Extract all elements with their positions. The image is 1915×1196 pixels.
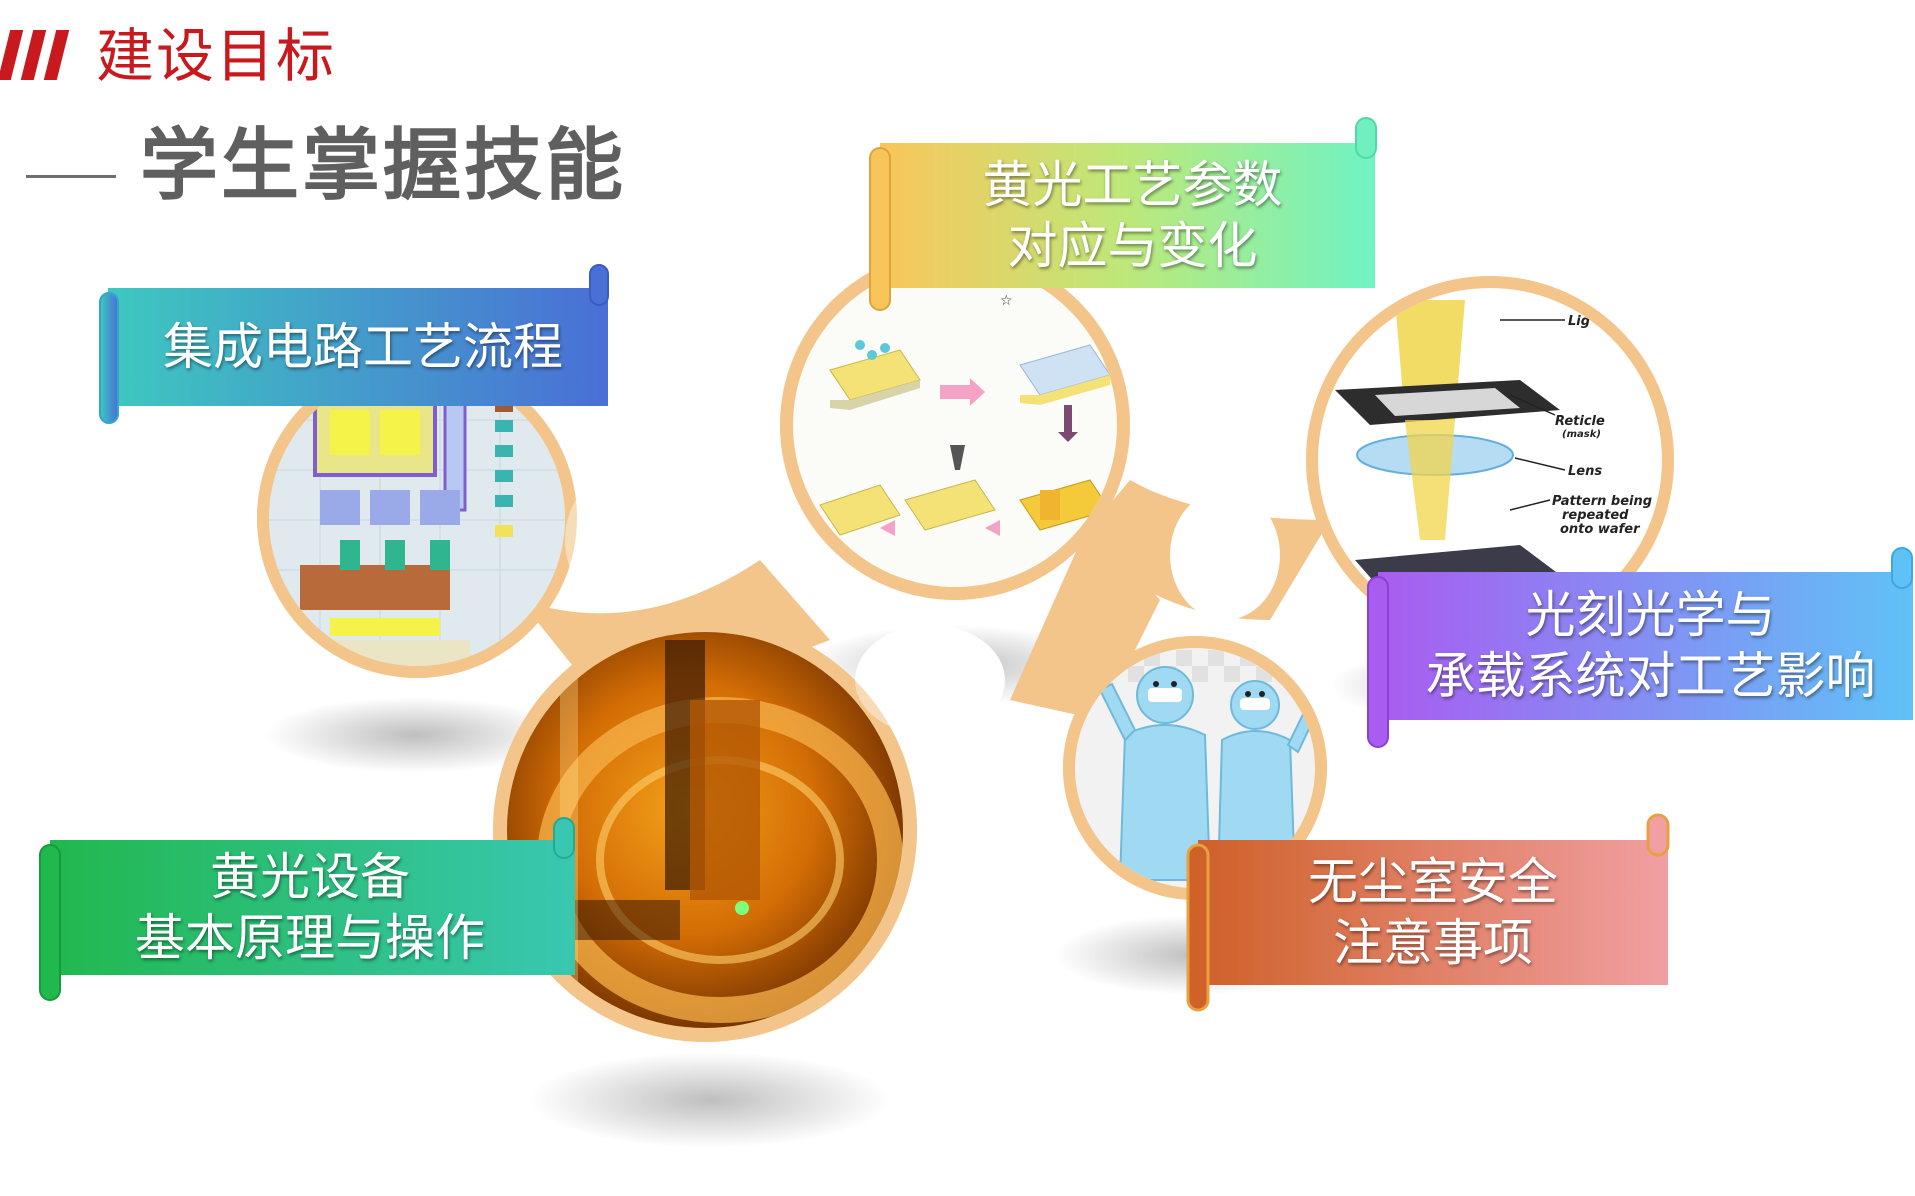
subtitle: 学生掌握技能 <box>140 121 627 211</box>
banner-line: 注意事项 <box>1333 913 1533 972</box>
optics-label-pattern-1: Pattern being <box>1552 494 1652 509</box>
banner-optics-system: 光刻光学与 承载系统对工艺影响 <box>1388 572 1913 720</box>
banner-line: 承载系统对工艺影响 <box>1425 647 1876 705</box>
optics-label-light: Lig <box>1568 314 1590 329</box>
banner-shape-yellow-light-equipment <box>39 817 575 1001</box>
subtitle-dash <box>26 175 116 178</box>
banner-ic-process: 集成电路工艺流程 <box>118 288 608 406</box>
banner-line: 对应与变化 <box>1007 216 1258 275</box>
banner-line: 集成电路工艺流程 <box>163 317 563 376</box>
banner-shape-optics-system <box>1367 547 1913 748</box>
banner-line: 基本原理与操作 <box>135 908 485 967</box>
banner-line: 光刻光学与 <box>1525 586 1776 644</box>
optics-label-lens: Lens <box>1568 464 1602 479</box>
optics-label-pattern-2: repeated <box>1562 508 1629 523</box>
optics-label-mask: (mask) <box>1562 429 1601 440</box>
equipment-photo-image <box>507 632 903 1028</box>
optics-label-pattern-3: onto wafer <box>1560 522 1641 537</box>
banner-shape-cleanroom-safety <box>1186 813 1670 1012</box>
banner-yellow-light-params: 黄光工艺参数 对应与变化 <box>890 143 1375 288</box>
section-title: 建设目标 <box>96 22 337 90</box>
banner-shape-ic-process <box>99 264 609 424</box>
banner-shape-yellow-light-params <box>869 117 1377 311</box>
banner-line: 黄光工艺参数 <box>982 155 1283 214</box>
photolithography-process-image: ☆ <box>793 263 1117 587</box>
banner-line: 无尘室安全 <box>1308 852 1558 911</box>
banner-yellow-light-equipment: 黄光设备 基本原理与操作 <box>60 840 560 975</box>
banner-cleanroom-safety: 无尘室安全 注意事项 <box>1208 840 1658 985</box>
svg-text:☆: ☆ <box>1000 293 1013 309</box>
optics-label-reticle: Reticle <box>1555 414 1605 429</box>
banner-line: 黄光设备 <box>210 847 410 906</box>
